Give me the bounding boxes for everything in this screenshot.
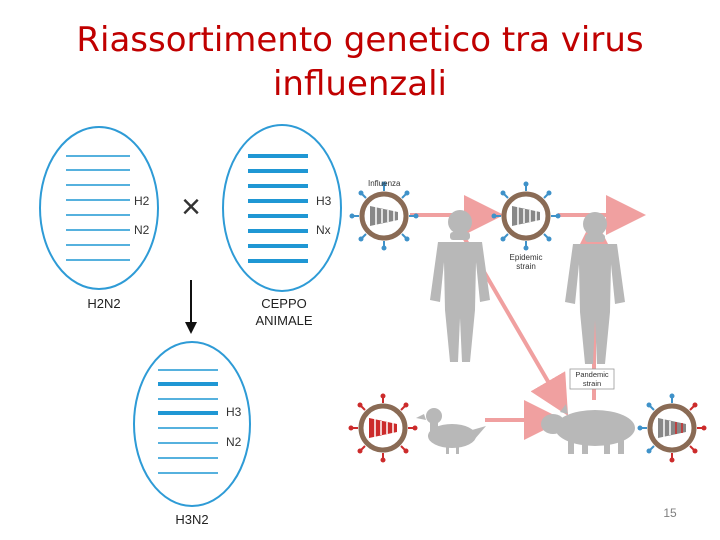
virus-particle-pandemic	[637, 393, 707, 463]
influenza-label: Influenza	[368, 179, 401, 188]
virus-h3n2-label: H3N2	[175, 512, 208, 527]
pandemic-strain-label: Pandemic strain	[569, 368, 615, 390]
virus-h2n2: H2 N2 H2N2	[39, 126, 159, 311]
human-figure-left	[430, 210, 490, 362]
pandemic-label-line2: strain	[583, 379, 601, 388]
page-number: 15	[663, 506, 677, 520]
virus-animal-n-gene: Nx	[316, 223, 331, 237]
virus-animal-segments	[248, 154, 308, 263]
pandemic-label-line1: Pandemic	[575, 370, 609, 379]
epidemic-label-line1: Epidemic	[510, 253, 543, 262]
virus-animal-label-line1: CEPPO	[261, 296, 307, 311]
human-figure-right	[565, 212, 625, 364]
slide-title-line1: Riassortimento genetico tra virus	[76, 20, 644, 60]
virus-h2n2-n-gene: N2	[134, 223, 150, 237]
virus-h3n2-h-gene: H3	[226, 405, 242, 419]
virus-h3n2-n-gene: N2	[226, 435, 242, 449]
virus-h2n2-label: H2N2	[87, 296, 120, 311]
down-arrow	[185, 280, 197, 334]
virus-h2n2-h-gene: H2	[134, 194, 150, 208]
virus-animal-envelope	[222, 124, 342, 292]
virus-h3n2: H3 N2 H3N2	[133, 341, 251, 527]
virus-particle-avian	[348, 393, 418, 463]
slide-title-line2: influenzali	[272, 64, 447, 104]
virus-animal-h-gene: H3	[316, 194, 332, 208]
virus-h2n2-envelope	[39, 126, 159, 290]
virus-h3n2-segments	[158, 369, 218, 474]
virus-h2n2-segments	[66, 155, 130, 261]
virus-particle-epidemic	[491, 181, 561, 251]
virus-animal-label-line2: ANIMALE	[255, 313, 312, 328]
virus-animal-strain: H3 Nx CEPPO ANIMALE	[222, 124, 342, 328]
virus-h3n2-envelope	[133, 341, 251, 507]
cross-symbol: ×	[181, 188, 201, 226]
duck-figure	[416, 408, 486, 454]
epidemic-label-line2: strain	[516, 262, 536, 271]
virus-particle-influenza	[349, 181, 419, 251]
slide-title: Riassortimento genetico tra virus influe…	[0, 18, 720, 106]
pig-figure	[541, 404, 635, 454]
